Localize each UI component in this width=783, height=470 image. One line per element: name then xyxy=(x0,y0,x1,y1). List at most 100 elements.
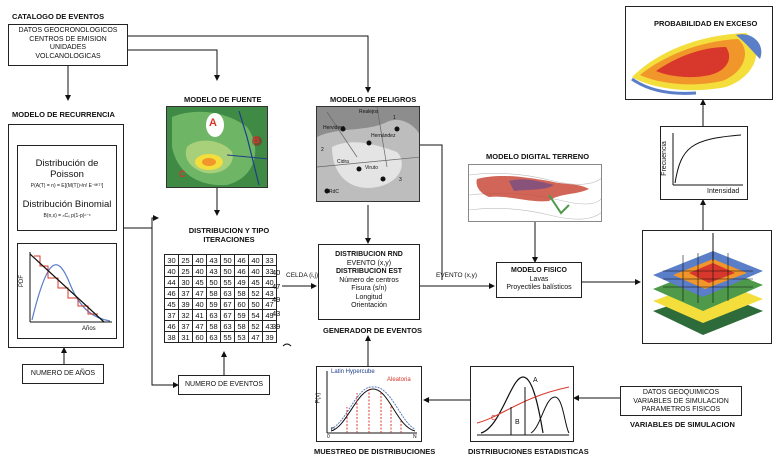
grid-cell: 63 xyxy=(206,309,221,321)
muestreo-axis-d: D xyxy=(331,427,335,433)
grid-cell: 25 xyxy=(178,254,193,266)
grid-edge-numbers: 40 47 49 43 39 xyxy=(272,266,280,334)
peligros-place-5: Viruto xyxy=(365,165,378,171)
grid-cell: 53 xyxy=(234,331,249,343)
binomial-formula: B(n,x) = ₙCₓ p(1-p)ⁿ⁻ˣ xyxy=(43,213,91,219)
grid-cell: 40 xyxy=(248,254,263,266)
grid-cell: 39 xyxy=(262,331,277,343)
catalogo-item-3: UNIDADES xyxy=(49,44,87,51)
fuente-label-b: B xyxy=(253,135,260,145)
grid-cell: 40 xyxy=(248,265,263,277)
fuente-label-c: C xyxy=(179,169,186,179)
generador-caption: GENERADOR DE EVENTOS xyxy=(323,326,423,335)
stack-box xyxy=(642,230,772,344)
grid-cell: 30 xyxy=(164,254,179,266)
muestreo-legend-2: Aleatoria xyxy=(387,377,411,383)
grid-cell: 55 xyxy=(220,331,235,343)
evento-label: EVENTO (x,y) xyxy=(436,272,478,279)
grid-cell: 49 xyxy=(234,276,249,288)
variables-item-2: VARIABLES DE SIMULACION xyxy=(633,397,729,405)
peligros-num-3: 3 xyxy=(399,177,402,183)
catalogo-item-1: DATOS GEOCRONOLOGICOS xyxy=(18,27,118,34)
numero-eventos-box: NUMERO DE EVENTOS xyxy=(178,375,270,395)
grid-cell: 46 xyxy=(164,320,179,332)
grid-edge-3: 49 xyxy=(272,295,281,304)
grid-cell: 50 xyxy=(206,276,221,288)
grid-cell: 55 xyxy=(220,276,235,288)
variables-box: DATOS GEOQUIMICOS VARIABLES DE SIMULACIO… xyxy=(620,386,742,416)
grid-cell: 38 xyxy=(164,331,179,343)
muestreo-axis-x: 0 xyxy=(327,434,330,440)
grid-cell: 52 xyxy=(248,287,263,299)
grid-cell: 44 xyxy=(164,276,179,288)
grid-cell: 60 xyxy=(192,331,207,343)
numero-anos-box: NUMERO DE AÑOS xyxy=(22,364,104,384)
fuente-label-a: A xyxy=(209,117,217,129)
frecuencia-plot xyxy=(672,133,743,186)
grid-cell: 40 xyxy=(164,265,179,277)
variables-item-3: PARAMETROS FISICOS xyxy=(641,406,721,413)
catalogo-item-4: VOLCANOLOGICAS xyxy=(35,52,101,60)
est-label-c: C xyxy=(491,415,497,422)
grid-cell: 31 xyxy=(178,331,193,343)
est-label-b: B xyxy=(515,419,520,426)
peligros-num-1: 1 xyxy=(393,115,396,121)
fuente-map: A B C xyxy=(166,106,268,188)
grid-edge-2: 47 xyxy=(272,281,281,291)
muestreo-caption: MUESTREO DE DISTRIBUCIONES xyxy=(314,447,436,456)
distribucion-title: DISTRIBUCION Y TIPO ITERACIONES xyxy=(186,226,272,244)
pdf-plot xyxy=(29,252,112,323)
grid-cell: 54 xyxy=(248,309,263,321)
frecuencia-xlabel: Intensidad xyxy=(707,188,740,195)
probabilidad-title: PROBABILIDAD EN EXCESO xyxy=(654,19,758,28)
est-label-a: A xyxy=(533,377,538,384)
grid-cell: 59 xyxy=(234,309,249,321)
grid-cell: 60 xyxy=(234,298,249,310)
fisico-item-1: Lavas xyxy=(529,275,549,283)
grid-cell: 43 xyxy=(206,265,221,277)
generador-box: DISTRIBUCION RND EVENTO (x,y) DISTRIBUCI… xyxy=(318,244,420,320)
muestreo-plot xyxy=(326,371,417,434)
muestreo-legend-1: Latin Hypercube xyxy=(331,369,375,375)
grid-cell: 63 xyxy=(220,320,235,332)
muestreo-ylabel: F(x) xyxy=(315,392,322,404)
fisico-title: MODELO FISICO xyxy=(511,267,567,274)
gen-line-1: DISTRIBUCION RND xyxy=(335,251,403,258)
mdt-map xyxy=(468,164,602,222)
grid-cell: 50 xyxy=(220,254,235,266)
peligros-place-3: Hernández xyxy=(371,133,396,139)
grid-edge-5: 39 xyxy=(272,322,281,331)
peligros-place-4: Cidra xyxy=(337,159,349,165)
grid-cell: 45 xyxy=(164,298,179,310)
grid-cell: 33 xyxy=(262,254,277,266)
gen-line-4: Número de centros xyxy=(339,276,399,284)
grid-cell: 63 xyxy=(220,287,235,299)
pdf-plot-box: PDF Años xyxy=(17,243,117,339)
grid-cell: 40 xyxy=(192,265,207,277)
estadisticas-plot xyxy=(476,376,570,436)
grid-cell: 67 xyxy=(220,298,235,310)
grid-cell: 32 xyxy=(178,309,193,321)
recurrencia-box: Distribución de Poisson P(A(T) = n) = E[… xyxy=(8,124,124,348)
variables-caption: VARIABLES DE SIMULACION xyxy=(630,420,735,429)
grid-cell: 58 xyxy=(234,287,249,299)
grid-cell: 50 xyxy=(220,265,235,277)
grid-cell: 45 xyxy=(192,276,207,288)
frecuencia-ylabel: Frecuencia xyxy=(660,141,668,176)
gen-line-7: Orientación xyxy=(351,302,387,309)
grid-cell: 67 xyxy=(220,309,235,321)
grid-cell: 37 xyxy=(164,309,179,321)
grid-cell: 46 xyxy=(234,265,249,277)
grid-cell: 37 xyxy=(178,320,193,332)
binomial-title: Distribución Binomial xyxy=(22,199,112,210)
grid-cell: 25 xyxy=(178,265,193,277)
grid-cell: 40 xyxy=(192,254,207,266)
peligros-place-1: Realejos xyxy=(359,109,379,115)
